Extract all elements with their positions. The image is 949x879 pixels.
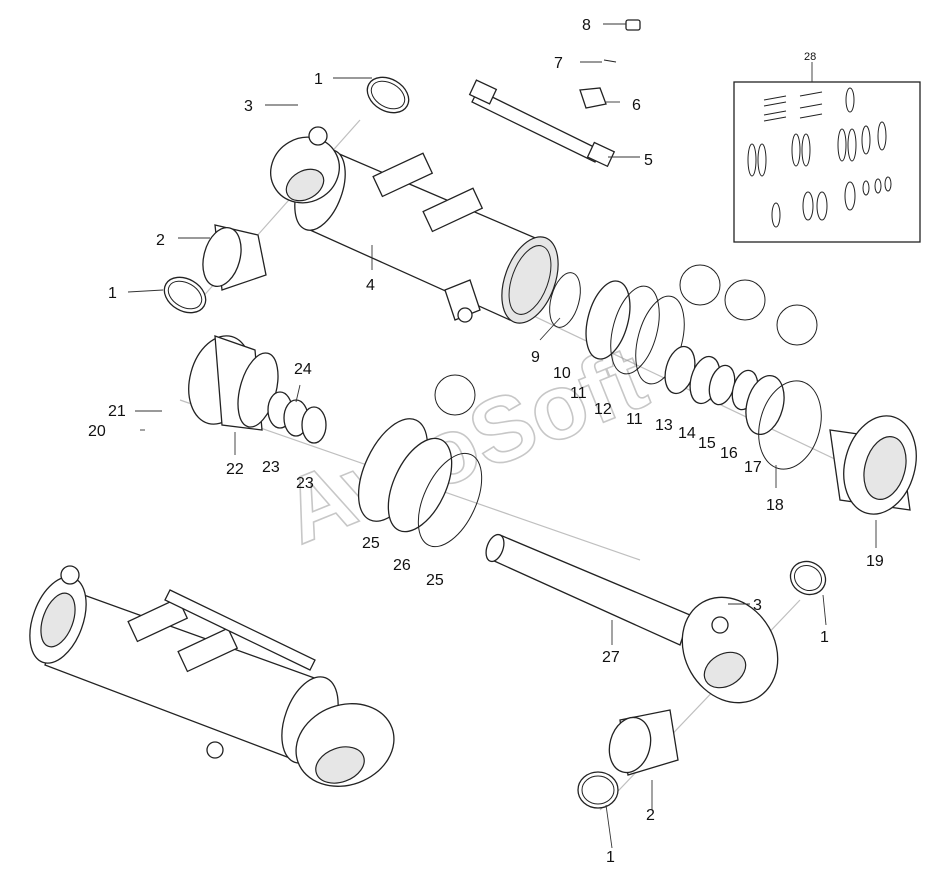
label-1-right: 1 xyxy=(820,629,829,646)
label-4: 4 xyxy=(366,277,375,294)
label-13: 13 xyxy=(655,417,673,434)
label-21: 21 xyxy=(108,403,126,420)
label-11b: 11 xyxy=(626,411,643,428)
label-16: 16 xyxy=(720,445,738,462)
label-1-bottom: 1 xyxy=(606,849,615,866)
label-12: 12 xyxy=(594,401,612,418)
label-28: 28 xyxy=(804,51,816,63)
seal-kit-box xyxy=(733,62,921,243)
label-17: 17 xyxy=(744,459,762,476)
watermark: AvtoSoft xyxy=(268,326,660,564)
assembled-cylinder xyxy=(29,565,395,787)
label-23b: 23 xyxy=(296,475,314,492)
label-1-left: 1 xyxy=(108,285,117,302)
label-26: 26 xyxy=(393,557,411,574)
label-7: 7 xyxy=(554,55,563,72)
part-labels: 8 7 6 5 1 3 2 1 4 9 10 11 12 11 13 14 15… xyxy=(88,17,884,866)
label-18: 18 xyxy=(766,497,784,514)
label-11a: 11 xyxy=(570,385,587,402)
label-14: 14 xyxy=(678,425,696,442)
label-25a: 25 xyxy=(362,535,380,552)
label-2-bottom: 2 xyxy=(646,807,655,824)
hose-assembly xyxy=(468,79,616,168)
rings-and-bushings xyxy=(163,76,410,314)
label-24: 24 xyxy=(294,361,312,378)
label-2-left: 2 xyxy=(156,232,165,249)
fittings xyxy=(579,19,641,109)
label-6: 6 xyxy=(632,97,641,114)
label-25b: 25 xyxy=(426,572,444,589)
rod-end-parts xyxy=(577,560,827,809)
label-19: 19 xyxy=(866,553,884,570)
label-9: 9 xyxy=(531,349,540,366)
seal-kit xyxy=(434,264,822,470)
label-10: 10 xyxy=(553,365,571,382)
label-20: 20 xyxy=(88,423,106,440)
piston-seals xyxy=(357,418,483,548)
label-3-top: 3 xyxy=(244,98,253,115)
label-23a: 23 xyxy=(262,459,280,476)
cylinder-barrel xyxy=(270,126,559,324)
label-15: 15 xyxy=(698,435,716,452)
label-1-top: 1 xyxy=(314,71,323,88)
piston-rod xyxy=(485,533,779,704)
watermark-text: AvtoSoft xyxy=(269,327,659,564)
gland xyxy=(829,415,917,515)
leader-lines xyxy=(127,23,877,849)
label-5: 5 xyxy=(644,152,653,169)
piston xyxy=(188,335,327,444)
label-3-right: 3 xyxy=(753,597,762,614)
seal-kit-contents xyxy=(747,87,892,228)
label-27: 27 xyxy=(602,649,620,666)
label-22: 22 xyxy=(226,461,244,478)
label-8: 8 xyxy=(582,17,591,34)
